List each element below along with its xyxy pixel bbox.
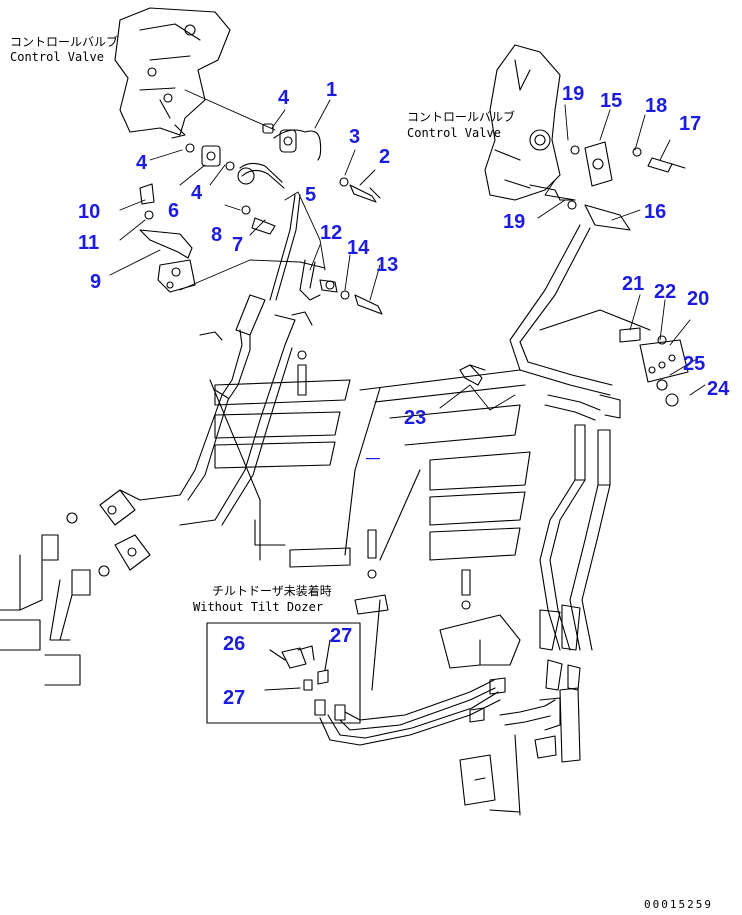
tilt-dozer-label-jp: チルトドーザ未装着時 [212,584,332,598]
o-rings-and-flanges-left [139,123,381,235]
callout-5[interactable]: 5 [305,184,317,206]
callout-18[interactable]: 18 [645,95,668,117]
leader-lines [109,89,706,411]
control-valve-label-left-en: Control Valve [10,50,104,64]
control-valve-label-right-jp: コントロールバルブ [407,110,516,124]
callout-19-top[interactable]: 19 [562,83,585,105]
bottom-pipes [314,599,581,816]
callout-7[interactable]: 7 [232,234,244,256]
callout-20[interactable]: 20 [687,288,710,310]
callout-21[interactable]: 21 [622,273,645,295]
callout-2[interactable]: 2 [379,146,391,168]
callout-27-right[interactable]: 27 [330,625,353,647]
tilt-dozer-label-en: Without Tilt Dozer [193,600,324,614]
callout-25[interactable]: 25 [683,353,706,375]
callout-14[interactable]: 14 [347,237,370,259]
callout-16[interactable]: 16 [644,201,667,223]
callout-24[interactable]: 24 [707,378,730,400]
document-number: 00015259 [644,898,713,911]
callout-15[interactable]: 15 [600,90,623,112]
callout-23[interactable]: 23 [404,407,427,429]
callout-8[interactable]: 8 [211,224,223,246]
callout-26[interactable]: 26 [223,633,246,655]
callout-19-bottom[interactable]: 19 [503,211,526,233]
left-control-valve [114,7,231,139]
center-mounting [354,529,521,669]
callout-6[interactable]: 6 [168,200,180,222]
callout-4-left[interactable]: 4 [136,152,148,174]
callout-11[interactable]: 11 [78,232,100,254]
right-hoses [539,424,611,691]
right-valve-fittings [567,141,686,210]
tilt-dozer-inset [206,622,361,724]
callout-13[interactable]: 13 [376,254,399,276]
left-cylinders [0,512,110,686]
frame-outline [209,309,651,568]
callout-12[interactable]: 12 [320,222,343,244]
control-valve-label-left-jp: コントロールバルブ [10,35,119,49]
pipes-5-12 [269,194,383,315]
callout-4-top[interactable]: 4 [278,87,290,109]
bracket-9 [139,229,196,293]
callout-10[interactable]: 10 [78,201,101,223]
callout-3[interactable]: 3 [349,126,361,148]
callout-22[interactable]: 22 [654,281,677,303]
callout-17[interactable]: 17 [679,113,702,135]
bracket-20 [619,327,689,407]
callout-9[interactable]: 9 [90,271,102,293]
callout-1[interactable]: 1 [326,79,338,101]
control-valve-label-right-en: Control Valve [407,126,501,140]
callout-4-mid[interactable]: 4 [191,182,203,204]
right-pipe-16 [509,204,631,421]
right-control-valve [484,44,576,201]
elbow-23 [459,364,486,386]
left-hoses [99,294,313,571]
callout-27-left[interactable]: 27 [223,687,246,709]
